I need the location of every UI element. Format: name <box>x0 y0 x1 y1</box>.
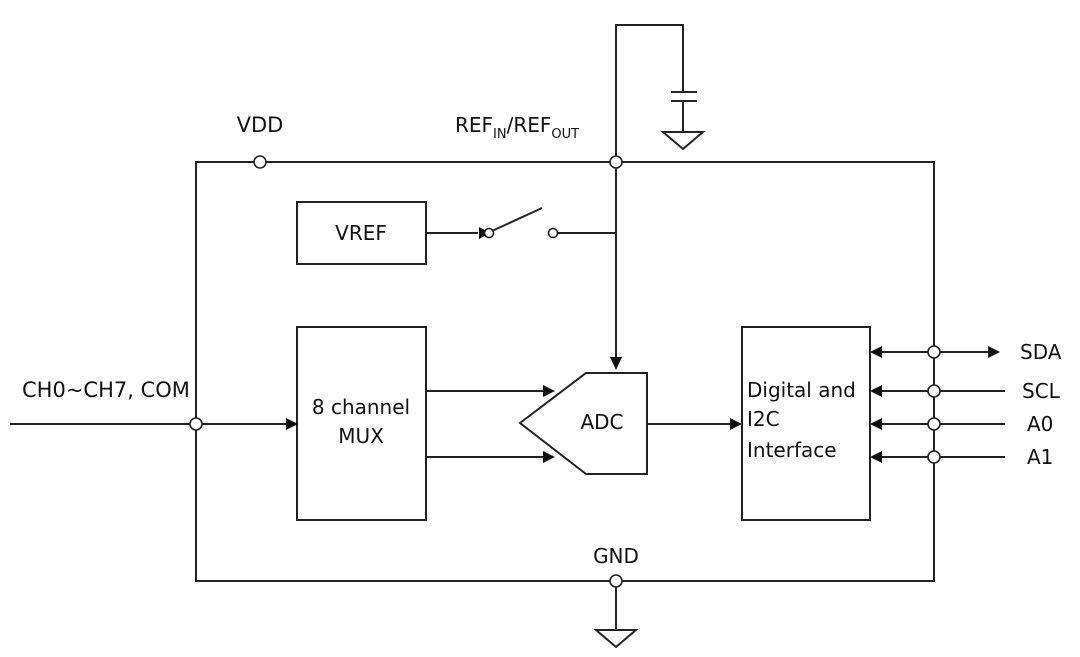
sda-arrowhead-in <box>870 346 882 358</box>
vref-block-label: VREF <box>335 221 387 245</box>
a1-label: A1 <box>1027 445 1053 469</box>
mux-label-line1: 8 channel <box>312 395 410 419</box>
mux-adc-arrowhead-bottom <box>543 451 555 463</box>
ref-label: REFIN/REFOUT <box>455 113 579 142</box>
scl-arrowhead <box>870 385 882 397</box>
mux-label-line2: MUX <box>338 424 384 448</box>
ref-separator: /REF <box>507 113 552 137</box>
vref-block <box>296 201 427 265</box>
switch-contact-right <box>547 227 559 239</box>
ref-main: REF <box>455 113 493 137</box>
mux-adc-arrowhead-top <box>543 385 555 397</box>
chip-boundary <box>195 161 935 582</box>
adc-label: ADC <box>580 410 623 434</box>
adc-digital-arrowhead <box>730 418 742 430</box>
digital-label-line1: Digital and <box>747 378 856 402</box>
scl-pin <box>927 384 941 398</box>
sda-pin <box>927 345 941 359</box>
switch-contact-left <box>483 227 495 239</box>
vdd-pin <box>253 155 267 169</box>
digital-label-line3: Interface <box>747 438 837 462</box>
a1-arrowhead <box>870 451 882 463</box>
ref-cap-wire <box>615 24 684 162</box>
sda-label: SDA <box>1020 340 1062 364</box>
a0-label: A0 <box>1027 412 1053 436</box>
mux-block <box>296 326 427 521</box>
ref-out-subscript: OUT <box>551 127 579 142</box>
vdd-label: VDD <box>237 113 284 137</box>
sda-arrowhead-out <box>988 346 1000 358</box>
digital-i2c-block <box>741 326 871 521</box>
gnd-label: GND <box>593 544 639 568</box>
inputs-label: CH0~CH7, COM <box>22 378 190 402</box>
a0-arrowhead <box>870 418 882 430</box>
cap-ground-icon <box>660 131 706 151</box>
scl-label: SCL <box>1022 379 1061 403</box>
input-arrowhead <box>286 418 298 430</box>
ref-in-subscript: IN <box>493 127 507 142</box>
a0-pin <box>927 417 941 431</box>
digital-label-line2: I2C <box>747 407 780 431</box>
a1-pin <box>927 450 941 464</box>
gnd-pin <box>609 574 623 588</box>
ref-pin <box>609 155 623 169</box>
input-pin <box>189 417 203 431</box>
ref-arrowhead <box>610 357 622 370</box>
ground-icon <box>593 629 639 649</box>
switch-blade <box>491 207 543 232</box>
